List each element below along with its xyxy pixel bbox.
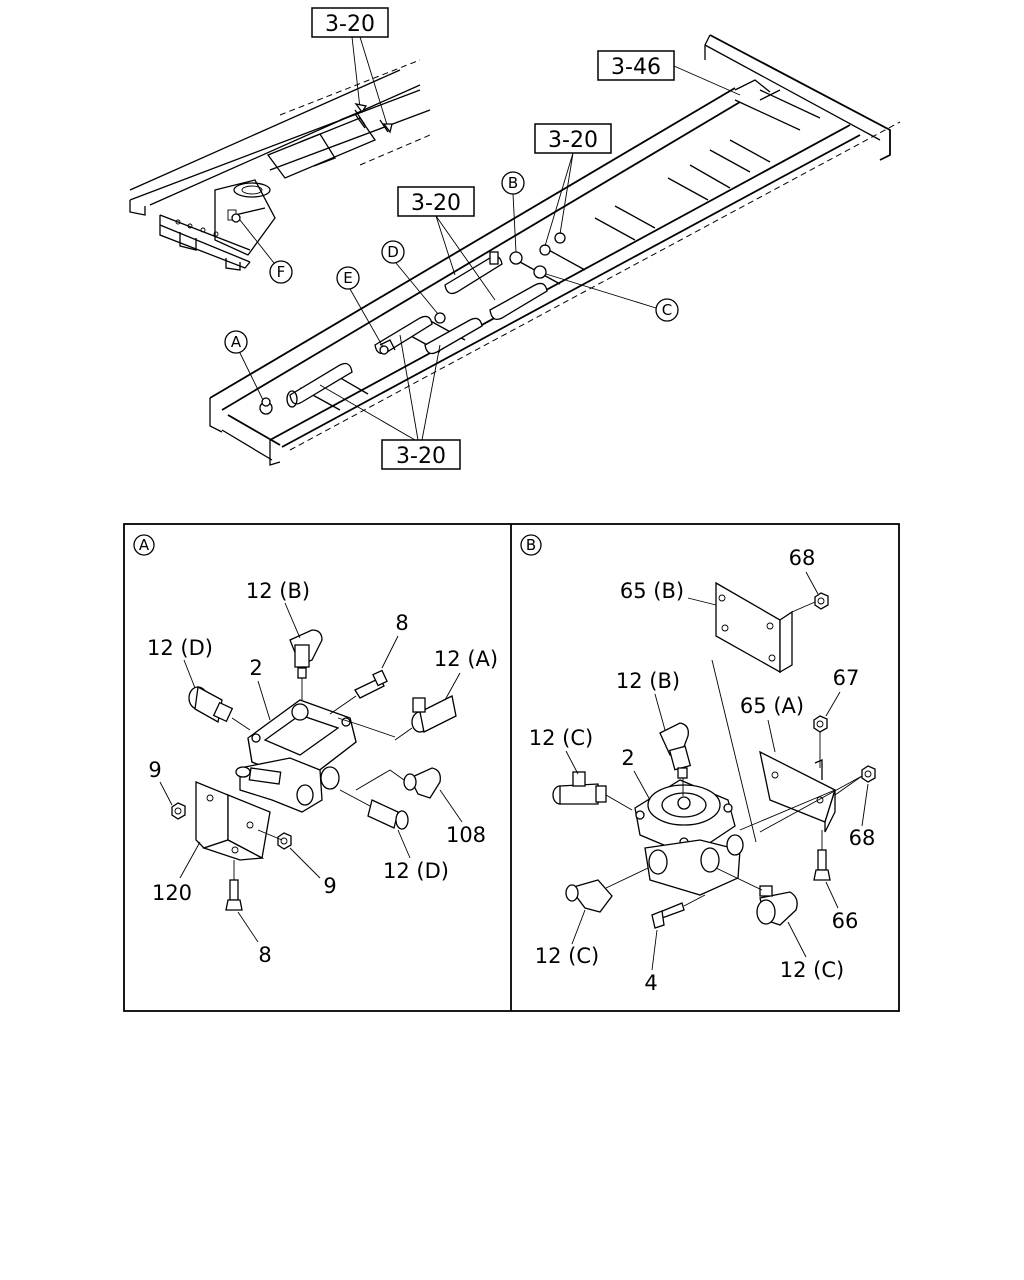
label-12c-right-b: 12 (C) [780,958,844,982]
label-108: 108 [446,823,486,847]
nut-68-top [814,592,829,610]
nut-9-left [171,802,186,820]
label-12a-a: 12 (A) [434,647,498,671]
bracket-120 [195,781,271,861]
label-68-top-b: 68 [789,546,816,570]
label-66: 66 [832,909,859,933]
label-68-right-b: 68 [849,826,876,850]
bolt-4 [651,894,706,929]
front-frame-section [129,59,431,271]
pipe-12d-fitting-bottom [339,789,409,830]
bracket-65a [759,750,836,833]
main-frame-rails [209,34,901,466]
label-9-left-a: 9 [148,758,161,782]
svg-text:F: F [277,263,286,281]
elbow-108 [355,767,441,799]
bracket-65b [715,581,793,674]
pipe-12c-tee-top [552,771,633,811]
detail-b-tag[interactable]: B [520,534,542,556]
pipe-12b-elbow-a [289,629,323,700]
ref-box-label: 3-20 [411,191,461,216]
pipe-12d-fitting-left [188,685,251,731]
label-12d-top-a: 12 (D) [147,636,213,660]
svg-text:D: D [387,243,399,261]
ref-box-3-46[interactable]: 3-46 [597,50,675,81]
label-12b-a: 12 (B) [246,579,310,603]
ref-box-label: 3-46 [611,55,661,80]
svg-text:A: A [231,333,242,351]
relay-valve-b [634,779,744,896]
chassis-overview: 3-20 3-46 3-20 3-20 3-20 A [129,7,901,470]
callout-e[interactable]: E [336,266,360,290]
label-12c-left-b: 12 (C) [535,944,599,968]
label-2-a: 2 [249,656,262,680]
callout-d[interactable]: D [381,240,405,264]
bolt-8-top [354,669,388,699]
callout-b[interactable]: B [501,171,525,195]
label-65a: 65 (A) [740,694,804,718]
bolt-66 [813,830,831,881]
svg-text:B: B [508,174,518,192]
ref-box-3-20-top[interactable]: 3-20 [311,7,389,38]
svg-text:B: B [526,536,536,554]
label-120: 120 [152,881,192,905]
label-12d-bottom-a: 12 (D) [383,859,449,883]
nut-68-right [861,765,876,783]
pipe-12a-tee [394,695,457,741]
svg-text:A: A [139,536,150,554]
ref-box-3-20-bottom[interactable]: 3-20 [381,439,461,470]
label-4: 4 [644,971,657,995]
label-9-right-a: 9 [323,874,336,898]
detail-b: B 65 (B) 68 65 (A) [520,534,876,995]
label-2-b: 2 [621,746,634,770]
relay-valve-a [235,699,357,813]
detail-a: A 12 (B) [133,534,498,967]
callout-c[interactable]: C [655,298,679,322]
pipe-12b-elbow-b [659,722,692,796]
label-12c-top-b: 12 (C) [529,726,593,750]
ref-box-3-20-mid[interactable]: 3-20 [397,186,475,217]
label-8-top-a: 8 [395,611,408,635]
label-65b: 65 (B) [620,579,684,603]
nut-9-right [277,832,292,850]
callout-a[interactable]: A [224,330,248,354]
detail-a-tag[interactable]: A [133,534,155,556]
bolt-8-bottom [225,860,243,911]
nut-67 [813,715,828,733]
ref-box-label: 3-20 [396,444,446,469]
label-12b-b: 12 (B) [616,669,680,693]
label-8-bottom-a: 8 [258,943,271,967]
label-67: 67 [833,666,860,690]
ref-box-3-20-mid-right[interactable]: 3-20 [534,123,612,154]
pipe-12c-elbow-right [715,867,798,926]
callout-f[interactable]: F [269,260,293,284]
svg-text:C: C [662,301,672,319]
ref-box-label: 3-20 [325,12,375,37]
ref-box-label: 3-20 [548,128,598,153]
svg-text:E: E [343,269,352,287]
pipe-12c-elbow-left [565,867,649,913]
